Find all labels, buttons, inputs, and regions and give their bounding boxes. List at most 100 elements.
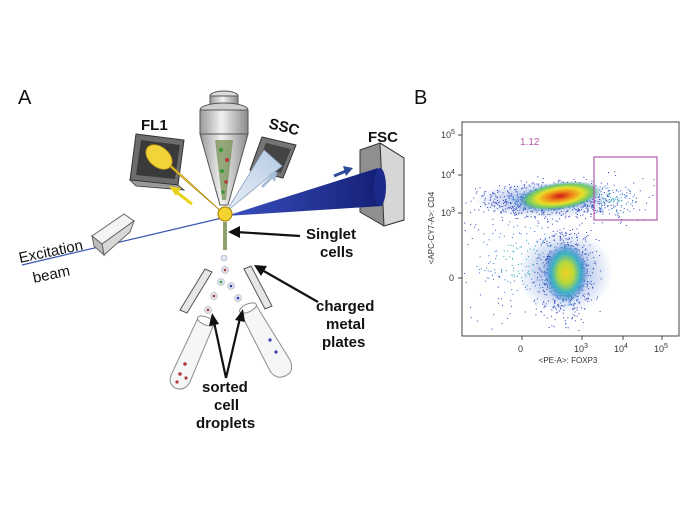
y-tick-0: 0 (449, 273, 454, 283)
scatter-dot (529, 185, 531, 187)
scatter-dot (603, 201, 604, 203)
scatter-dot (584, 299, 586, 301)
scatter-dot (543, 284, 545, 286)
scatter-dot (487, 270, 489, 272)
scatter-dot (554, 302, 555, 304)
scatter-dot (611, 198, 613, 200)
scatter-dot (599, 311, 601, 312)
scatter-dot (505, 211, 507, 213)
scatter-dot (513, 197, 514, 199)
scatter-dot (592, 286, 594, 288)
scatter-dot (558, 305, 560, 307)
scatter-dot (507, 190, 508, 192)
scatter-dot (544, 283, 545, 285)
scatter-dot (565, 327, 567, 329)
scatter-dot (562, 240, 564, 242)
scatter-dot (592, 206, 594, 208)
scatter-dot (548, 327, 550, 328)
scatter-dot (544, 242, 545, 243)
scatter-dot (591, 205, 593, 207)
scatter-dot (476, 266, 478, 267)
scatter-dot (517, 186, 519, 188)
fl1-cone-mouth (145, 144, 173, 170)
scatter-dot (516, 275, 518, 277)
scatter-dot (528, 273, 530, 275)
scatter-dot (572, 209, 574, 211)
scatter-dot (516, 290, 518, 291)
scatter-dot (551, 325, 553, 327)
scatter-dot (521, 277, 523, 279)
gate-value: 1.12 (520, 137, 540, 148)
scatter-dot (557, 303, 559, 305)
scatter-dot (513, 213, 515, 215)
scatter-dot (534, 281, 535, 283)
ssc-cone (225, 149, 283, 213)
scatter-dot (512, 257, 513, 259)
scatter-dot (609, 196, 611, 198)
scatter-dot (512, 245, 514, 247)
scatter-dot (518, 197, 520, 199)
scatter-dot (568, 216, 570, 218)
scatter-dot (584, 296, 585, 298)
scatter-dot (537, 183, 539, 185)
scatter-dot (512, 210, 514, 212)
scatter-dot (631, 205, 633, 207)
scatter-dot (540, 244, 542, 246)
scatter-dot (517, 218, 519, 219)
scatter-dot (559, 237, 561, 239)
scatter-dot (614, 197, 616, 199)
scatter-dot (493, 263, 495, 264)
scatter-dot (523, 208, 525, 210)
scatter-dot (598, 211, 600, 213)
scatter-dot (515, 201, 517, 203)
scatter-dot (495, 202, 497, 203)
scatter-dot (521, 270, 523, 272)
scatter-dot (515, 213, 517, 215)
scatter-dot (541, 311, 542, 313)
sorted-label-1: sorted (202, 379, 248, 396)
scatter-dot (608, 193, 609, 195)
scatter-dot (576, 300, 578, 302)
scatter-dot (515, 214, 517, 216)
scatter-dot (635, 197, 637, 199)
scatter-dot (483, 201, 485, 203)
scatter-dot (521, 188, 523, 190)
scatter-dot (516, 247, 517, 249)
scatter-dot (599, 203, 600, 205)
scatter-dot (542, 212, 544, 214)
scatter-dot (536, 279, 538, 281)
scatter-dot (541, 242, 543, 244)
scatter-dot (513, 280, 515, 282)
scatter-dot (540, 259, 542, 261)
scatter-dot (515, 191, 517, 193)
scatter-dot (516, 207, 518, 209)
scatter-dot (483, 191, 485, 193)
scatter-dot (503, 256, 505, 258)
scatter-dot (499, 185, 500, 187)
scatter-dot (590, 275, 592, 277)
scatter-dot (539, 287, 541, 289)
scatter-dot (542, 303, 544, 305)
scatter-dot (526, 250, 528, 252)
scatter-dot (561, 238, 563, 240)
scatter-dot (522, 280, 523, 282)
scatter-dot (521, 253, 523, 255)
scatter-dot (527, 243, 529, 245)
scatter-dot (501, 298, 503, 300)
scatter-dot (606, 200, 608, 202)
scatter-dot (554, 299, 556, 301)
scatter-dot (534, 299, 536, 301)
scatter-dot (635, 200, 637, 202)
scatter-dot (653, 185, 655, 187)
scatter-dot (587, 265, 589, 267)
scatter-dot (498, 201, 500, 203)
scatter-dot (542, 262, 544, 264)
scatter-dot (616, 211, 618, 213)
scatter-dot (582, 322, 584, 324)
scatter-dot (534, 231, 536, 232)
scatter-dot (559, 306, 561, 308)
scatter-dot (486, 277, 488, 279)
scatter-dot (494, 198, 496, 200)
scatter-dot (542, 287, 544, 288)
scatter-dot (591, 272, 593, 274)
